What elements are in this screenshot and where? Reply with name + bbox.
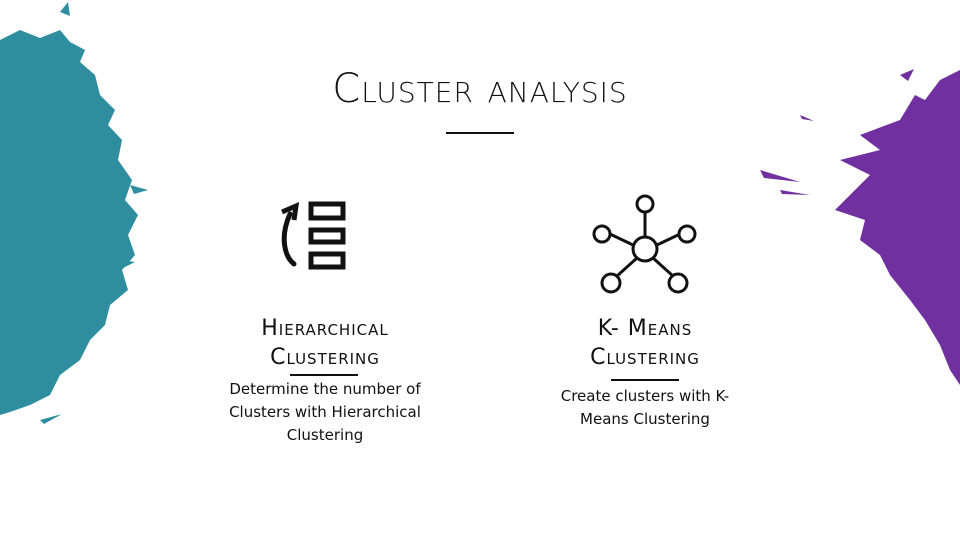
kmeans-clustering-section: K- Means Clustering xyxy=(530,314,760,372)
section-underline xyxy=(611,379,679,381)
title-underline xyxy=(446,132,514,134)
hierarchy-list-icon xyxy=(281,201,346,270)
section-description: Determine the number of Clusters with Hi… xyxy=(229,380,421,444)
section-description: Create clusters with K-Means Clustering xyxy=(560,387,730,428)
purple-paint-splash xyxy=(760,69,960,385)
section-heading: Hierarchical Clustering xyxy=(261,316,389,370)
hierarchical-clustering-section: Hierarchical Clustering xyxy=(210,314,440,372)
slide-title: Cluster analysis xyxy=(332,66,628,112)
network-cluster-icon xyxy=(592,194,697,294)
teal-paint-splash xyxy=(0,2,148,424)
section-heading: K- Means Clustering xyxy=(590,316,700,370)
section-underline xyxy=(290,374,358,376)
